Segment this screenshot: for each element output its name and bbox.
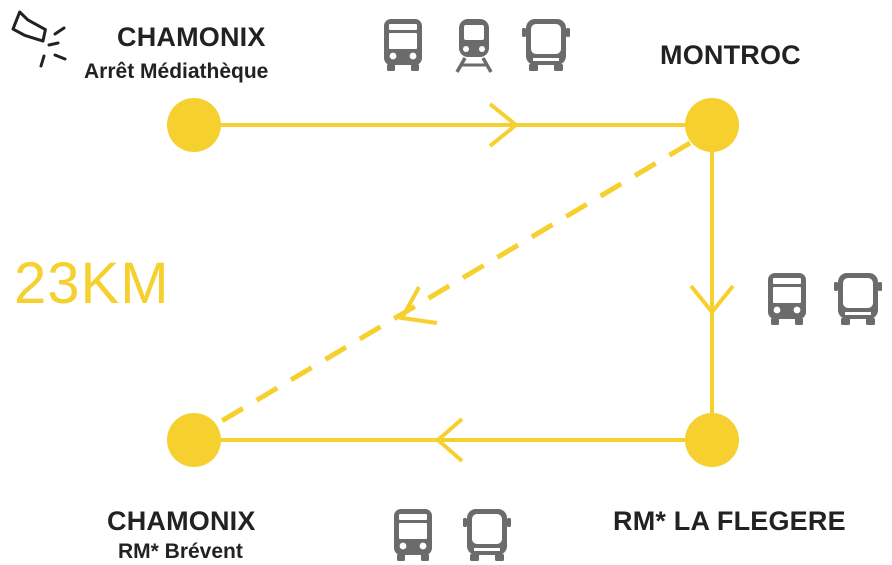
stop-node-start — [167, 98, 221, 152]
stop-node-flegere — [685, 413, 739, 467]
arrow-right-icon — [488, 102, 520, 148]
click-pointer-icon — [11, 10, 67, 68]
stop-montroc-name: MONTROC — [660, 40, 801, 70]
stop-node-montroc — [685, 98, 739, 152]
coach-front-icon — [522, 19, 570, 71]
stop-start-subname: Arrêt Médiathèque — [84, 60, 269, 83]
stop-flegere-name: RM* LA FLEGERE — [613, 506, 846, 536]
stop-start-name: CHAMONIX — [117, 22, 266, 52]
total-distance: 23KM — [14, 251, 170, 316]
coach-front-icon — [463, 509, 511, 561]
arrow-down-icon — [689, 284, 735, 316]
stop-end-name: CHAMONIX — [107, 506, 256, 536]
route-return-dashed — [218, 140, 692, 425]
bus-front-icon — [768, 273, 806, 325]
bus-front-icon — [394, 509, 432, 561]
arrow-left-icon — [434, 417, 464, 463]
coach-front-icon — [834, 273, 882, 325]
stop-node-end — [167, 413, 221, 467]
stop-end-subname: RM* Brévent — [118, 540, 243, 563]
train-front-icon — [455, 17, 493, 74]
bus-front-icon — [384, 19, 422, 71]
arrow-diagonal-icon — [398, 286, 438, 325]
